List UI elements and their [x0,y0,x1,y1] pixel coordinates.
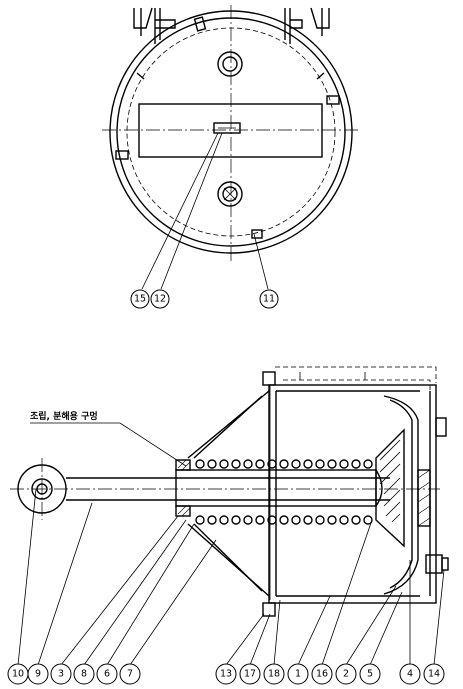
center-slot [213,122,241,134]
spring-coil [255,515,265,525]
balloon-3: 3 [58,669,64,680]
cylinder-body [268,384,437,604]
fitting-4 [425,554,443,574]
spring-coil [315,515,325,525]
balloon-circle [423,663,445,685]
spring-coil [207,459,217,469]
spring-coil [207,515,217,525]
balloon-14: 14 [428,669,440,680]
balloon-11: 11 [263,294,275,305]
balloon-circle [239,663,261,685]
rim-tab [115,150,129,160]
rim-tab [193,16,207,32]
balloon-circle [359,663,381,685]
fitting-14 [441,557,449,571]
spring-coil [291,459,301,469]
spring [195,459,373,525]
spring-coil [195,459,205,469]
diaphragm [383,395,419,595]
spring-coil [351,459,361,469]
balloon-17: 17 [244,669,256,680]
spring-coil [219,459,229,469]
balloon-16: 16 [316,669,328,680]
balloon-circle [287,663,309,685]
spring-coil [219,515,229,525]
spring-coil [303,515,313,525]
spring-coil [255,459,265,469]
balloon-circle [399,663,421,685]
spring-coil [267,459,277,469]
balloon-circle [119,663,141,685]
balloon-18: 18 [268,669,280,680]
spring-coil [267,515,277,525]
balloon-1: 1 [295,669,301,680]
spring-coil [363,459,373,469]
balloon-15: 15 [134,294,146,305]
spring-coil [243,459,253,469]
top-view-balloons: 15 12 11 [130,289,279,309]
center-plate [138,103,323,158]
spring-coil [231,459,241,469]
balloon-12: 12 [154,294,166,305]
balloon-circle [50,663,72,685]
spring-coil [279,515,289,525]
spring-coil [291,515,301,525]
flange-bolt-bottom [262,602,276,617]
balloon-5: 5 [367,669,373,680]
balloon-circle [73,663,95,685]
spring-coil [327,515,337,525]
spring-coil [279,459,289,469]
rim-tab [251,229,263,239]
balloon-10: 10 [12,669,24,680]
balloon-8: 8 [81,669,87,680]
top-view [102,5,360,290]
spring-coil [303,459,313,469]
spring-coil [339,515,349,525]
spring-coil [315,459,325,469]
lower-port [217,181,243,207]
spring-coil [231,515,241,525]
spring-coil [195,515,205,525]
balloon-2: 2 [343,669,349,680]
upper-port [217,51,243,77]
spring-coil [327,459,337,469]
balloon-13: 13 [220,669,232,680]
balloon-circle [96,663,118,685]
rim-tab [326,95,340,105]
balloon-circle [335,663,357,685]
balloon-6: 6 [104,669,110,680]
spring-coil [243,515,253,525]
balloon-7: 7 [127,669,133,680]
balloon-9: 9 [35,669,41,680]
flange-bolt-top [262,371,276,386]
note-assembly-hole: 조립, 분해용 구멍 [30,410,98,422]
spring-coil [339,459,349,469]
balloon-circle [215,663,237,685]
balloon-4: 4 [407,669,413,680]
balloon-circle [27,663,49,685]
fitting-top [435,417,447,437]
balloon-circle [311,663,333,685]
spring-coil [351,515,361,525]
piston-head [375,428,405,548]
section-view: 조립, 분해용 구멍 [10,366,449,666]
section-view-balloons: 10 9 3 8 6 7 13 17 18 1 16 2 5 4 14 [7,663,445,685]
end-plate [417,469,431,527]
balloon-circle [263,663,285,685]
